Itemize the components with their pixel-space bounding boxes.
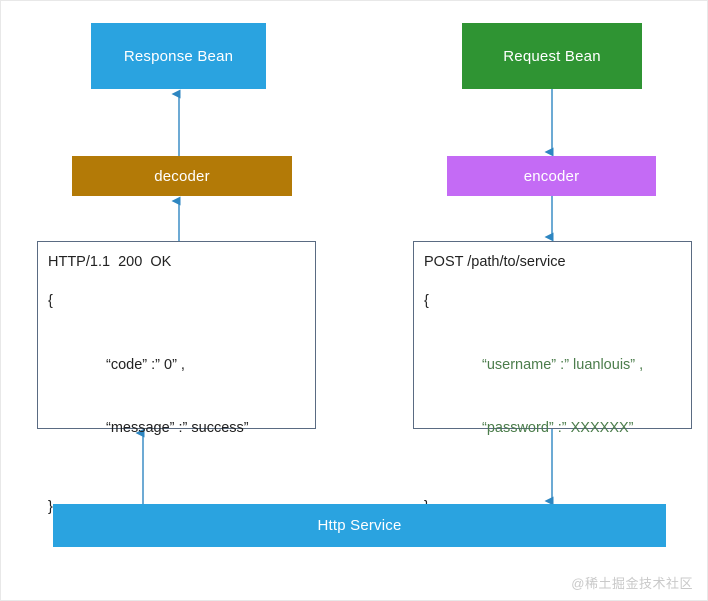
response-brace-close: } bbox=[48, 498, 53, 515]
response-json-line-message: “message” :” success” bbox=[106, 419, 249, 436]
node-encoder-label: encoder bbox=[523, 167, 580, 185]
node-encoder[interactable]: encoder bbox=[447, 156, 656, 196]
request-message-box: POST /path/to/service { “username” :” lu… bbox=[413, 241, 692, 515]
request-json-body: “username” :” luanlouis” , “password” :”… bbox=[424, 313, 691, 481]
request-json-line-password: “password” :” XXXXXX” bbox=[482, 419, 634, 436]
watermark-text: @稀土掘金技术社区 bbox=[571, 576, 693, 591]
node-request-bean[interactable]: Request Bean bbox=[462, 23, 642, 89]
response-status-line: HTTP/1.1 200 OK bbox=[48, 254, 172, 270]
node-http-service-label: Http Service bbox=[317, 517, 402, 534]
response-json-body: “code” :” 0” , “message” :” success” bbox=[48, 313, 315, 481]
response-message-box: HTTP/1.1 200 OK { “code” :” 0” , “messag… bbox=[37, 241, 316, 515]
request-json-line-username: “username” :” luanlouis” , bbox=[482, 356, 644, 373]
node-http-service[interactable]: Http Service bbox=[53, 504, 666, 547]
response-json-line-code: “code” :” 0” , bbox=[106, 356, 185, 373]
node-decoder[interactable]: decoder bbox=[72, 156, 292, 196]
response-brace-open: { bbox=[48, 293, 53, 310]
request-request-line: POST /path/to/service bbox=[424, 254, 566, 270]
node-decoder-label: decoder bbox=[154, 167, 210, 185]
node-request-bean-label: Request Bean bbox=[503, 47, 601, 65]
request-brace-open: { bbox=[424, 293, 429, 310]
node-response-bean[interactable]: Response Bean bbox=[91, 23, 266, 89]
node-response-bean-label: Response Bean bbox=[123, 47, 234, 65]
